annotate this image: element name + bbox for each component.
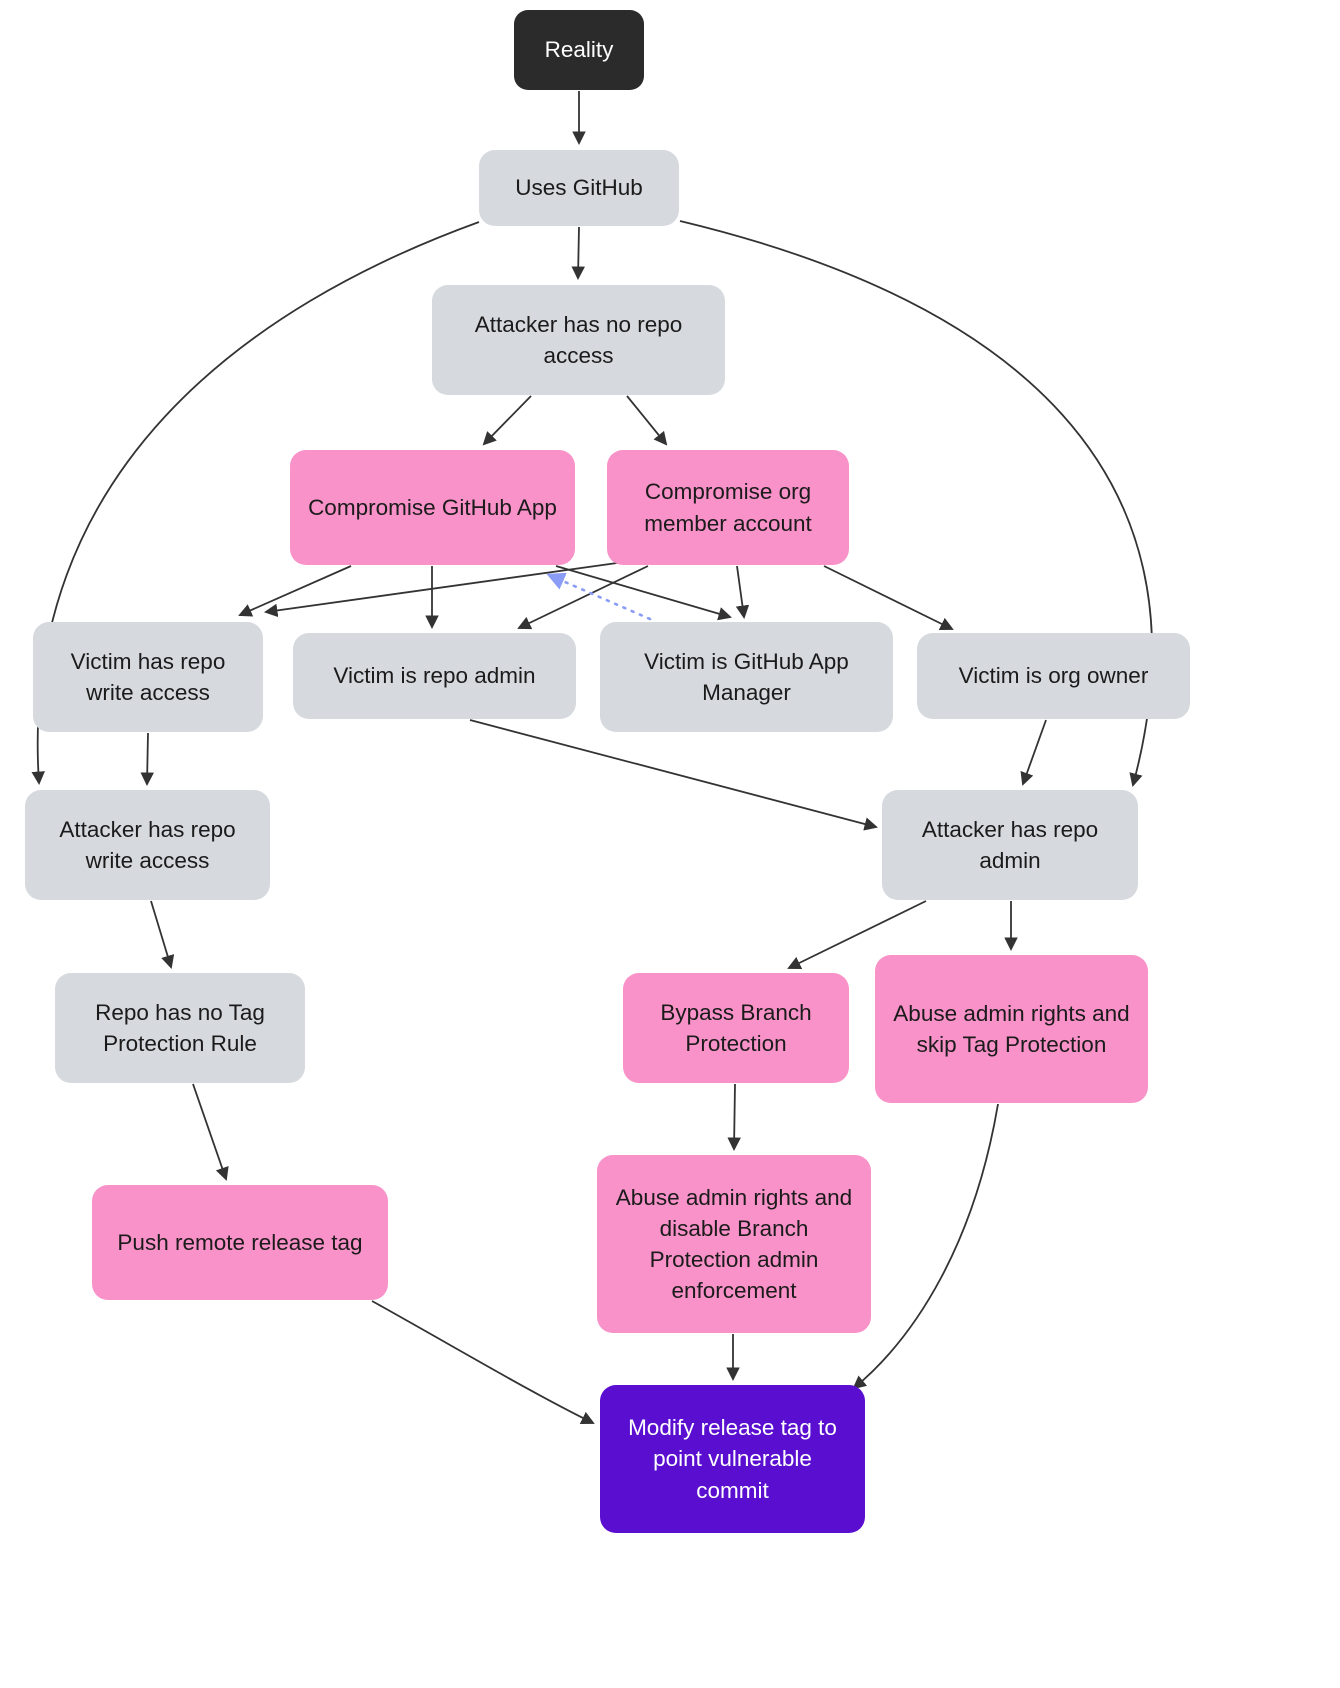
node-victim-has-repo-write-access: Victim has repo write access [33,622,263,732]
edge-push-tag-modify-tag [371,1300,595,1424]
node-victim-is-org-owner: Victim is org owner [917,633,1190,719]
edge-attacker-write-no-tag-protection [150,900,175,969]
edge-compromise-member-victim-write [263,562,618,618]
node-victim-is-github-app-manager: Victim is GitHub App Manager [600,622,893,732]
node-modify-release-tag-to-point-vulnerable-commit: Modify release tag to point vulnerable c… [600,1385,865,1533]
edge-no-repo-access-compromise-app [482,395,532,446]
node-attacker-has-repo-admin: Attacker has repo admin [882,790,1138,900]
node-abuse-admin-rights-disable-branch-protection: Abuse admin rights and disable Branch Pr… [597,1155,871,1333]
node-abuse-admin-rights-skip-tag-protection: Abuse admin rights and skip Tag Protecti… [875,955,1148,1103]
edge-victim-org-owner-attacker-admin [1020,719,1047,786]
edge-uses-github-no-repo-access [571,226,585,281]
node-bypass-branch-protection: Bypass Branch Protection [623,973,849,1083]
node-reality: Reality [514,10,644,90]
edge-compromise-app-victim-write [238,565,352,617]
node-repo-has-no-tag-protection-rule: Repo has no Tag Protection Rule [55,973,305,1083]
edge-compromise-member-victim-app-manager [735,565,750,620]
edge-victim-repo-admin-attacker-admin [469,719,878,831]
edge-victim-write-attacker-write [140,732,154,787]
node-push-remote-release-tag: Push remote release tag [92,1185,388,1300]
edge-compromise-member-victim-repo-admin [517,565,649,630]
node-compromise-org-member-account: Compromise org member account [607,450,849,565]
edge-compromise-app-victim-app-manager [555,565,732,621]
edge-compromise-member-victim-org-owner [823,565,954,630]
node-uses-github: Uses GitHub [479,150,679,226]
edge-victim-app-manager-compromise-app-dotted [546,572,652,621]
node-attacker-has-no-repo-access: Attacker has no repo access [432,285,725,395]
edge-no-tag-protection-push-tag [192,1083,229,1181]
node-victim-is-repo-admin: Victim is repo admin [293,633,576,719]
node-attacker-has-repo-write-access: Attacker has repo write access [25,790,270,900]
edge-no-repo-access-compromise-member [626,395,668,446]
edge-bypass-bp-abuse-disable-bp [727,1083,741,1152]
edge-abuse-skip-tag-modify-tag [852,1103,999,1390]
node-compromise-github-app: Compromise GitHub App [290,450,575,565]
